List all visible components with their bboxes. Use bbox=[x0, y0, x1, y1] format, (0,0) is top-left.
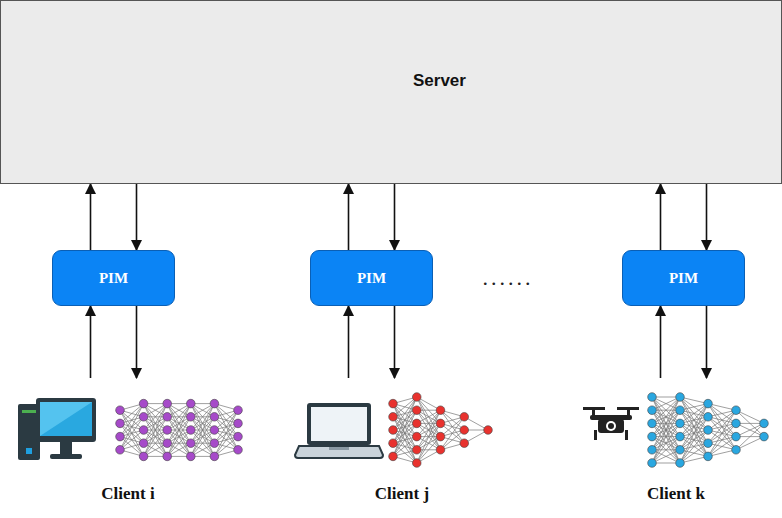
arrow-connector bbox=[706, 184, 708, 250]
pim-box: PIM bbox=[622, 250, 745, 306]
laptop-icon bbox=[295, 403, 383, 458]
arrow-connector bbox=[136, 306, 138, 378]
client-label: Client k bbox=[647, 484, 705, 508]
arrow-connector bbox=[136, 184, 138, 250]
pim-label: PIM bbox=[669, 270, 698, 287]
pim-label: PIM bbox=[357, 270, 386, 287]
server-band: Server bbox=[0, 0, 782, 184]
client-label: Client j bbox=[375, 484, 429, 508]
client-group: Client k bbox=[578, 378, 774, 508]
arrow-connector bbox=[394, 306, 396, 378]
arrow-connector bbox=[660, 306, 662, 378]
pim-box: PIM bbox=[310, 250, 433, 306]
pim-label: PIM bbox=[99, 270, 128, 287]
arrow-connector bbox=[706, 306, 708, 378]
pim-box: PIM bbox=[52, 250, 175, 306]
client-group: Client i bbox=[12, 378, 244, 508]
arrow-connector bbox=[394, 184, 396, 250]
client-group: Client j bbox=[292, 378, 512, 508]
server-label: Server bbox=[413, 71, 466, 91]
arrow-connector bbox=[660, 184, 662, 250]
drone-icon bbox=[583, 407, 639, 440]
arrow-connector bbox=[90, 306, 92, 378]
arrow-connector bbox=[348, 306, 350, 378]
arrow-connector bbox=[90, 184, 92, 250]
client-label: Client i bbox=[101, 484, 154, 508]
ellipsis-label: ...... bbox=[483, 265, 534, 291]
arrow-connector bbox=[348, 184, 350, 250]
desktop-computer-icon bbox=[18, 398, 96, 460]
